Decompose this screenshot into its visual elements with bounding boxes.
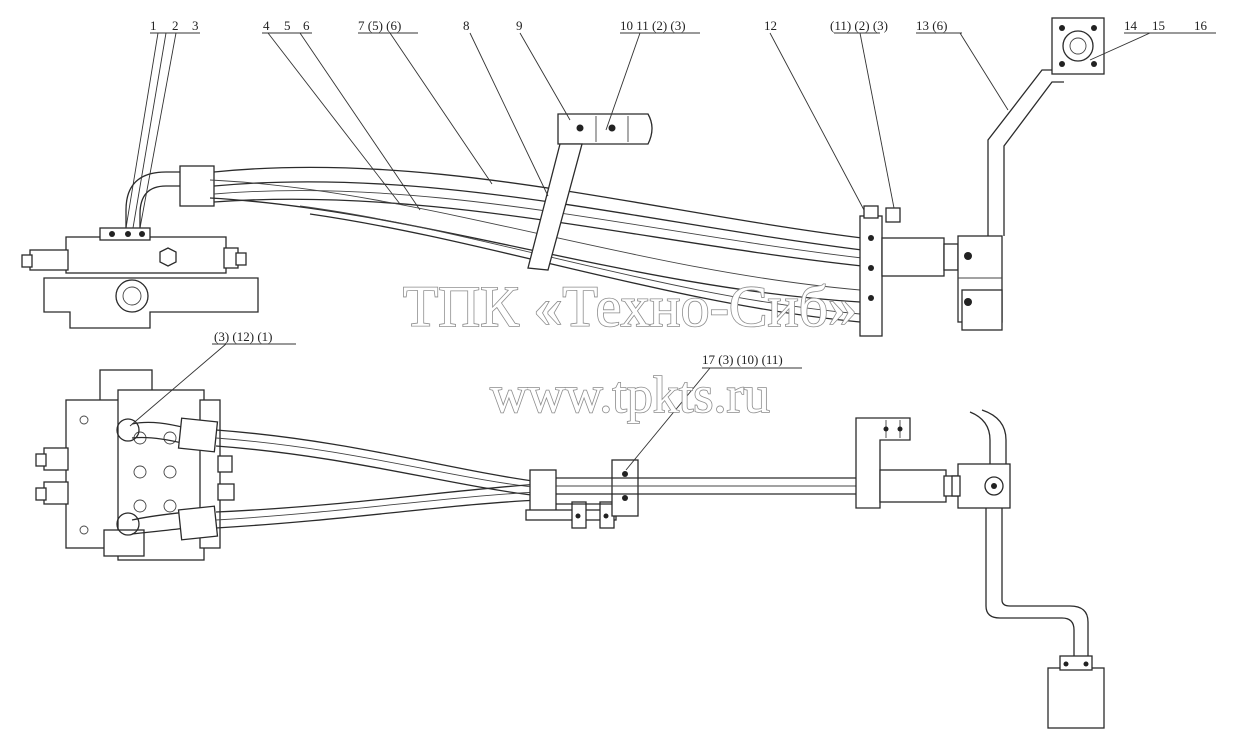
hose-bundle-top (209, 166, 863, 323)
callout-10: 10 11 (2) (3) (620, 18, 686, 33)
leader-lines-bottom (129, 343, 802, 471)
callout-12: 12 (764, 18, 777, 33)
callout-14: 14 (1124, 18, 1138, 33)
top-view: 1 2 3 4 5 6 7 (5) (6) 8 9 10 11 (2) (3) … (21, 17, 1216, 337)
watermark-company: ТПК «Техно-Сиб» (403, 274, 857, 339)
hose-fitting-left (179, 165, 215, 207)
lower-fitting (1047, 655, 1105, 729)
callout-16: 16 (1194, 18, 1208, 33)
callout-1: 1 (150, 18, 157, 33)
callout-3-12-1: (3) (12) (1) (214, 329, 272, 344)
callout-8: 8 (463, 18, 470, 33)
callout-6: 6 (303, 18, 310, 33)
clamp-17 (525, 459, 639, 529)
callout-7: 7 (5) (6) (358, 18, 401, 33)
watermark: ТПК «Техно-Сиб» www.tpkts.ru (402, 273, 858, 425)
callout-3: 3 (192, 18, 199, 33)
callout-15: 15 (1152, 18, 1165, 33)
callout-9: 9 (516, 18, 523, 33)
tee-block-top (957, 69, 1064, 331)
callout-11-right: (11) (2) (3) (830, 18, 888, 33)
clamp-bracket-9 (527, 113, 653, 271)
callout-17: 17 (3) (10) (11) (702, 352, 783, 367)
callout-2: 2 (172, 18, 179, 33)
hose-bundle-bottom (131, 417, 541, 541)
pipes-bottom (556, 477, 858, 505)
tee-block-bottom (951, 409, 1089, 672)
callout-5: 5 (284, 18, 291, 33)
leader-lines-top (125, 32, 1216, 229)
square-flange (1051, 17, 1105, 75)
top-control-valve (21, 227, 259, 329)
clamp-12 (859, 205, 959, 337)
callout-13: 13 (6) (916, 18, 947, 33)
callout-4: 4 (263, 18, 270, 33)
watermark-url: www.tpkts.ru (490, 367, 770, 424)
bracket-plate-bottom (855, 417, 959, 509)
bottom-view: (3) (12) (1) 17 (3) (10) (11) (35, 329, 1105, 729)
